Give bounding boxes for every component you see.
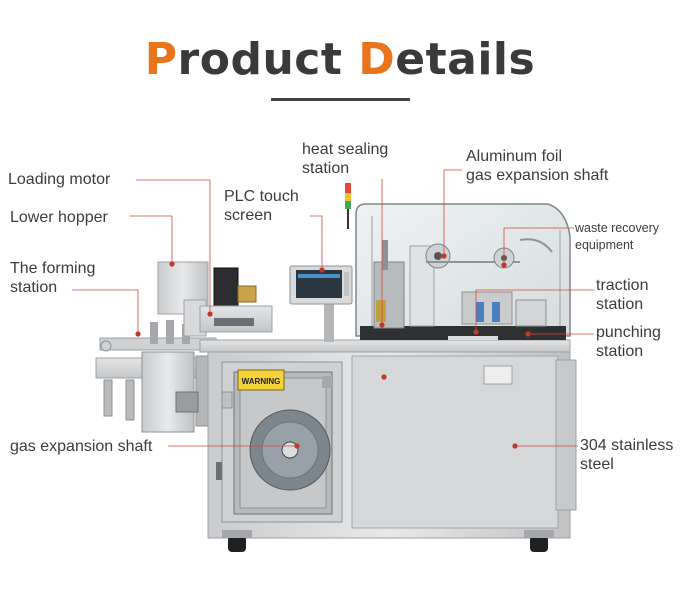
label-plc-touch-screen: PLC touch screen	[224, 187, 299, 225]
label-loading-motor: Loading motor	[8, 171, 111, 188]
hopper	[157, 261, 209, 337]
label-waste-recovery-line2: equipment	[575, 238, 634, 252]
label-traction-line1: traction	[596, 277, 649, 294]
foil-window: WARNING	[233, 369, 333, 515]
label-traction-station: traction station	[596, 276, 648, 314]
label-stainless-line1: 304 stainless	[580, 437, 674, 454]
label-waste-recovery-line1: waste recovery	[575, 221, 660, 235]
label-forming-station: The forming station	[10, 259, 95, 297]
label-traction-line2: station	[596, 296, 644, 313]
plc-screen	[289, 265, 353, 342]
label-waste-recovery: waste recovery equipment	[575, 220, 659, 254]
label-punching-line1: punching	[596, 324, 661, 341]
label-plc-line2: screen	[224, 207, 273, 224]
title-word1-rest: roduct	[177, 34, 359, 85]
title-first-letter: P	[144, 34, 178, 85]
internal-mechanism	[373, 238, 553, 329]
machine-tabletop	[199, 339, 571, 353]
label-aluminum-foil-line1: Aluminum foil	[466, 148, 563, 165]
label-punching-station: punching station	[596, 323, 661, 361]
label-stainless-line2: steel	[580, 456, 614, 473]
label-forming-station-line1: The forming	[10, 260, 96, 277]
title-second-letter: D	[358, 34, 396, 85]
label-gas-expansion-shaft: gas expansion shaft	[10, 438, 153, 455]
loading-motor	[199, 267, 273, 333]
title-word2-rest: etails	[395, 34, 536, 85]
title-underline	[271, 98, 410, 101]
label-aluminum-foil-line2: gas expansion shaft	[466, 167, 609, 184]
label-forming-station-line2: station	[10, 279, 58, 296]
label-304-stainless-steel: 304 stainless steel	[580, 436, 673, 474]
callout-dots	[135, 253, 531, 449]
signal-tower	[345, 183, 351, 229]
page-title: Product Details	[0, 34, 680, 85]
label-punching-line2: station	[596, 343, 644, 360]
warning-plate-text: WARNING	[242, 377, 281, 386]
label-plc-line1: PLC touch	[224, 188, 299, 205]
label-lower-hopper: Lower hopper	[10, 209, 108, 226]
label-aluminum-foil-shaft: Aluminum foil gas expansion shaft	[466, 147, 608, 185]
wheels	[222, 530, 554, 552]
forming-frame	[95, 320, 219, 433]
label-heat-sealing-line2: station	[302, 160, 350, 177]
label-heat-sealing-line1: heat sealing	[302, 141, 389, 158]
callout-lines	[72, 169, 594, 447]
label-heat-sealing-station: heat sealing station	[302, 140, 388, 178]
